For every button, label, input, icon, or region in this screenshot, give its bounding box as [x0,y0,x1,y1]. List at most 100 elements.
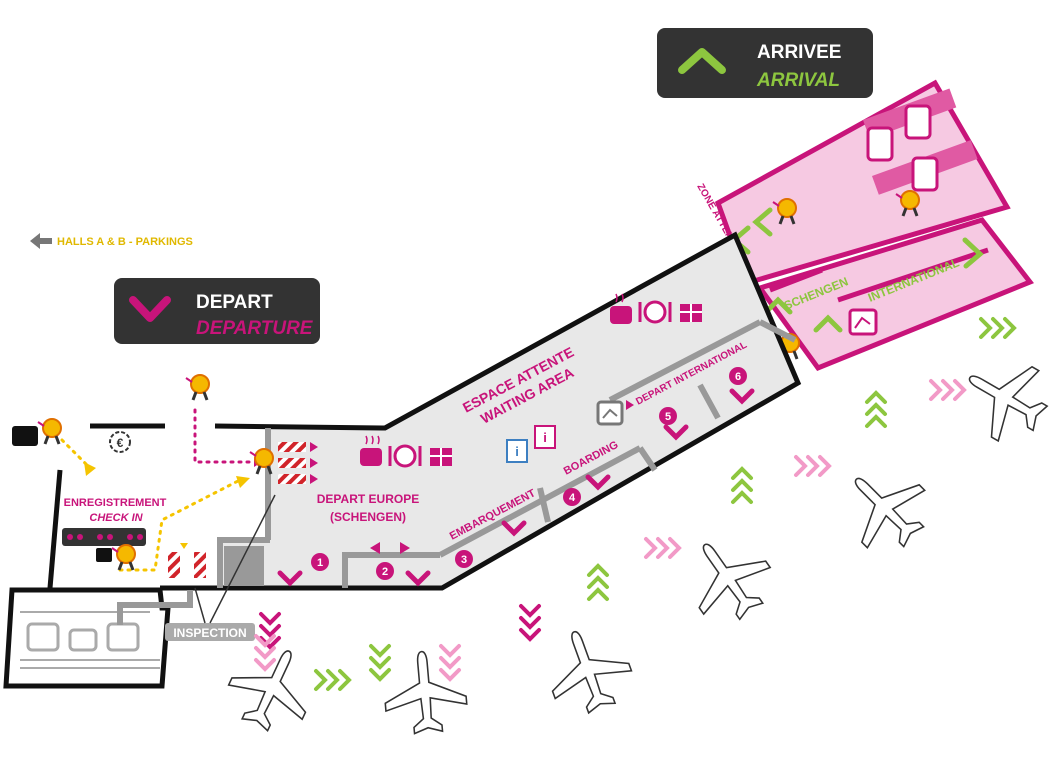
gate-number: 2 [382,566,388,578]
euro-exchange-icon: € [109,431,131,453]
departure-title-fr: DEPART [196,292,273,313]
taxi-direction-chevron [644,537,657,559]
gift-shop-icon [430,448,452,466]
gate-3-marker: 3 [455,550,473,568]
taxi-direction-chevron [259,612,281,625]
gate-5-marker: 5 [659,407,677,425]
halls-parkings-sign: HALLS A & B - PARKINGS [30,233,193,249]
gate-4-marker: 4 [563,488,581,506]
taxi-direction-chevron [519,604,541,617]
terminal-building: INSPECTION ENREGISTREMENT CHECK IN € [3,231,802,689]
gate-2-marker: 2 [376,562,394,580]
restaurant-icon [638,300,672,324]
taxi-direction-chevron [314,669,327,691]
taxi-direction-chevron [439,668,461,681]
taxi-direction-chevron [818,455,831,477]
taxi-direction-chevron [1003,317,1016,339]
taxi-direction-chevron [439,656,461,669]
taxi-direction-chevron [259,624,281,637]
gate-chevron [729,388,755,405]
taxi-direction-chevron [794,455,807,477]
airplane-icon [826,449,944,567]
depart-europe-label-2: (SCHENGEN) [330,510,406,524]
security-gate [278,442,306,452]
taxi-direction-chevron [865,403,887,416]
passenger-mascot-icon [110,543,137,572]
taxi-direction-chevron [439,644,461,657]
taxi-direction-chevron [668,537,681,559]
inspection-tag [165,623,255,641]
airplane-icon [535,617,641,723]
taxi-direction-chevron [519,628,541,641]
halls-parkings-label: HALLS A & B - PARKINGS [57,236,193,248]
gate-6-marker: 6 [729,367,747,385]
taxi-direction-chevron [369,656,391,669]
taxi-direction-chevron [587,588,609,601]
depart-europe-label-1: DEPART EUROPE [317,492,419,506]
taxi-direction-chevron [587,564,609,577]
taxi-direction-chevron [941,379,954,401]
airplane-icon [948,341,1049,455]
toilets-icon: i i [506,425,556,463]
cafe-icon [610,293,632,324]
gate-chevron [585,474,611,491]
arrival-direction-chevron [962,237,984,269]
passenger-mascot-icon [184,373,211,402]
gate-chevron [663,424,689,441]
taxi-direction-chevron [953,379,966,401]
security-gate [168,552,180,578]
arrival-direction-chevron [752,207,773,237]
taxi-direction-chevron [587,576,609,589]
gate-number: 5 [665,411,671,423]
passenger-mascot-icon [248,447,275,476]
arrival-direction-chevron [763,296,793,315]
left-arrow-icon [30,233,52,249]
taxi-direction-chevron [806,455,819,477]
luggage-icon [12,426,38,446]
departure-title-en: DEPARTURE [196,318,314,339]
chevron-down-icon [129,296,171,322]
gate-number: 3 [461,554,467,566]
security-gate [278,474,306,484]
taxi-direction-chevron [865,391,887,404]
taxi-direction-chevron [929,379,942,401]
gate-markers: 1 2 3 4 5 6 [277,367,755,587]
taxi-direction-chevron [731,479,753,492]
taxi-direction-chevron [338,669,351,691]
gift-shop-icon [680,304,702,322]
lounge-icon [848,308,878,336]
taxi-direction-chevron [369,668,391,681]
taxi-direction-chevron [254,646,276,659]
taxi-direction-chevron [254,658,276,671]
luggage-icon [96,548,112,562]
taxi-direction-chevron [865,415,887,428]
inspection-label: INSPECTION [173,626,246,640]
taxi-direction-chevron [731,491,753,504]
gate-1-marker: 1 [311,553,329,571]
taxi-direction-chevron [979,317,992,339]
security-gate [278,458,306,468]
taxi-direction-chevron [731,467,753,480]
svg-text:€: € [117,436,124,450]
baggage-claim-icon [866,104,939,192]
arrival-zone: SCHENGEN INTERNATIONAL ZONE ATTENDANT [694,79,1034,372]
svg-text:i: i [515,444,519,459]
chevron-up-icon [678,48,726,74]
checkin-label-en: CHECK IN [89,512,143,524]
gate-chevron [501,520,527,537]
taxi-direction-chevron [519,616,541,629]
restaurant-icon [388,444,422,468]
checkin-label-fr: ENREGISTREMENT [64,497,167,509]
checkin-desk [62,528,146,546]
gate-chevron [277,570,303,587]
gate-number: 1 [317,557,323,569]
taxi-direction-chevron [656,537,669,559]
gate-number: 6 [735,371,741,383]
airplane-icon [670,520,786,636]
taxi-direction-chevron [326,669,339,691]
cafe-icon [360,435,382,466]
taxi-direction-chevron [369,644,391,657]
departure-sign: DEPART DEPARTURE [114,278,320,344]
